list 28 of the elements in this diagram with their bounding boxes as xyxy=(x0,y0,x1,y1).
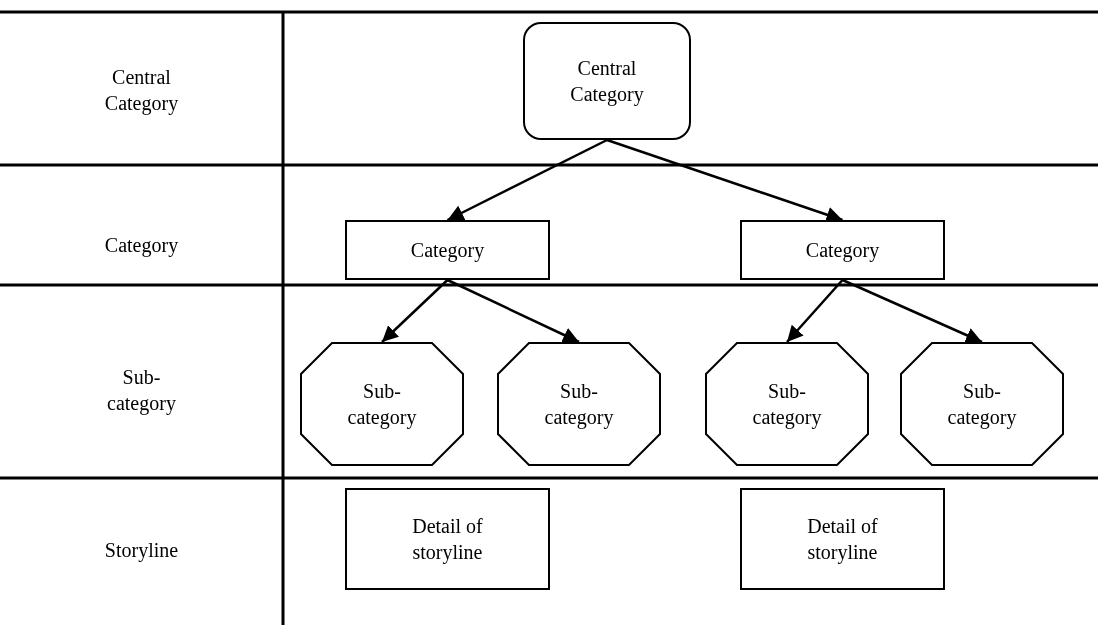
arrow xyxy=(842,278,983,344)
node-label: Detail of storyline xyxy=(806,514,879,565)
arrow xyxy=(446,138,608,222)
process-box xyxy=(345,220,550,280)
node-label: Sub- category xyxy=(346,379,418,430)
node-label: Sub- category xyxy=(946,379,1018,430)
arrow xyxy=(381,279,449,343)
row-header: Category xyxy=(103,233,180,258)
node-label: Sub- category xyxy=(751,379,823,430)
arrow xyxy=(606,138,843,223)
process-box xyxy=(345,488,550,590)
arrow xyxy=(446,278,580,344)
node-label: Detail of storyline xyxy=(411,514,484,565)
row-header: Storyline xyxy=(103,538,180,563)
octagon-node xyxy=(900,342,1064,466)
node-label: Category xyxy=(410,238,485,263)
arrow xyxy=(786,279,844,343)
process-box xyxy=(740,488,945,590)
process-box xyxy=(740,220,945,280)
row-header: Sub- category xyxy=(106,365,177,416)
octagon-node xyxy=(705,342,869,466)
octagon-node xyxy=(497,342,661,466)
rounded-box xyxy=(523,22,691,140)
node-label: Sub- category xyxy=(543,379,615,430)
octagon-node xyxy=(300,342,464,466)
node-label: Central Category xyxy=(569,56,645,107)
node-label: Category xyxy=(805,238,880,263)
row-header: Central Category xyxy=(103,65,180,116)
